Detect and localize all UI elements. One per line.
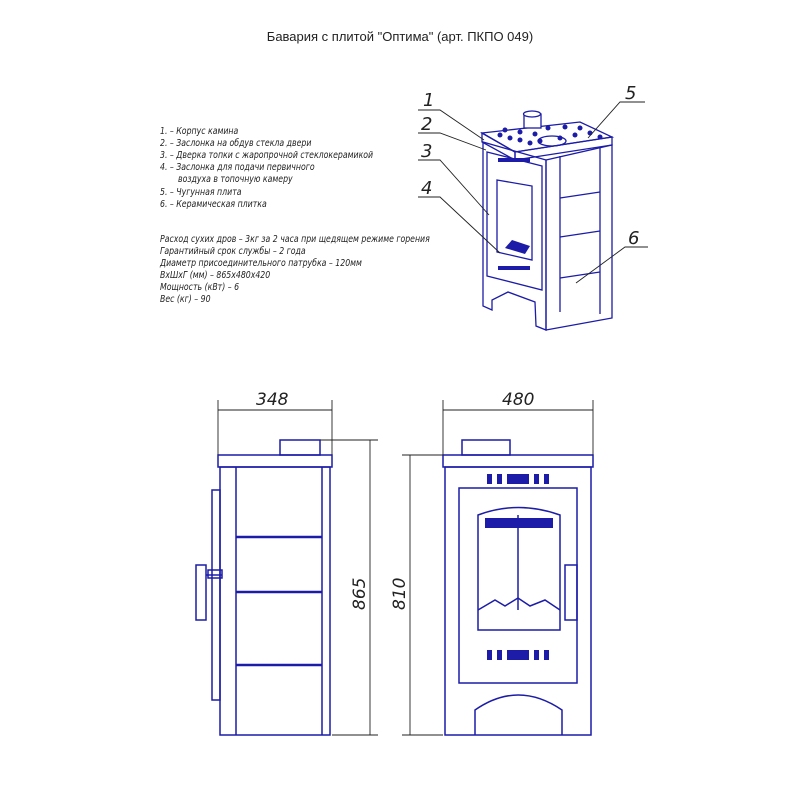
- callout-leaders: [418, 101, 648, 284]
- dim-side-width: 348: [256, 390, 289, 410]
- legend-item: 5. – Чугунная плита: [160, 187, 242, 198]
- legend-item: 1. – Корпус камина: [160, 126, 239, 137]
- dim-total-height: 865: [350, 578, 370, 610]
- callout-3: 3: [421, 141, 432, 162]
- spec-line: Гарантийный срок службы – 2 года: [160, 246, 306, 257]
- legend-item: 2. – Заслонка на обдув стекла двери: [160, 138, 312, 149]
- legend-item: 3. – Дверка топки с жаропрочной стеклоке…: [160, 150, 374, 161]
- callout-4: 4: [421, 178, 432, 199]
- callout-2: 2: [421, 114, 432, 135]
- sheet-title: Бавария с плитой "Оптима" (арт. ПКПО 049…: [266, 29, 534, 44]
- legend-item: воздуха в топочную камеру: [178, 174, 293, 185]
- spec-line: Вес (кг) – 90: [160, 294, 211, 305]
- dim-body-height: 810: [390, 578, 410, 610]
- spec-line: ВхШхГ (мм) – 865х480х420: [160, 270, 271, 281]
- callout-6: 6: [628, 228, 639, 249]
- callout-5: 5: [625, 83, 636, 104]
- spec-line: Расход сухих дров – 3кг за 2 часа при ще…: [160, 234, 430, 245]
- legend-item: 6. – Керамическая плитка: [160, 199, 267, 210]
- spec-line: Диаметр присоединительного патрубка – 12…: [160, 258, 362, 269]
- isometric-view: [479, 110, 615, 331]
- front-view: [442, 439, 594, 736]
- legend-item: 4. – Заслонка для подачи первичного: [160, 162, 315, 173]
- dim-front-width: 480: [502, 390, 534, 410]
- side-view: [195, 439, 333, 736]
- spec-line: Мощность (кВт) – 6: [160, 282, 240, 293]
- dimension-lines: [217, 400, 594, 736]
- callout-1: 1: [423, 90, 434, 111]
